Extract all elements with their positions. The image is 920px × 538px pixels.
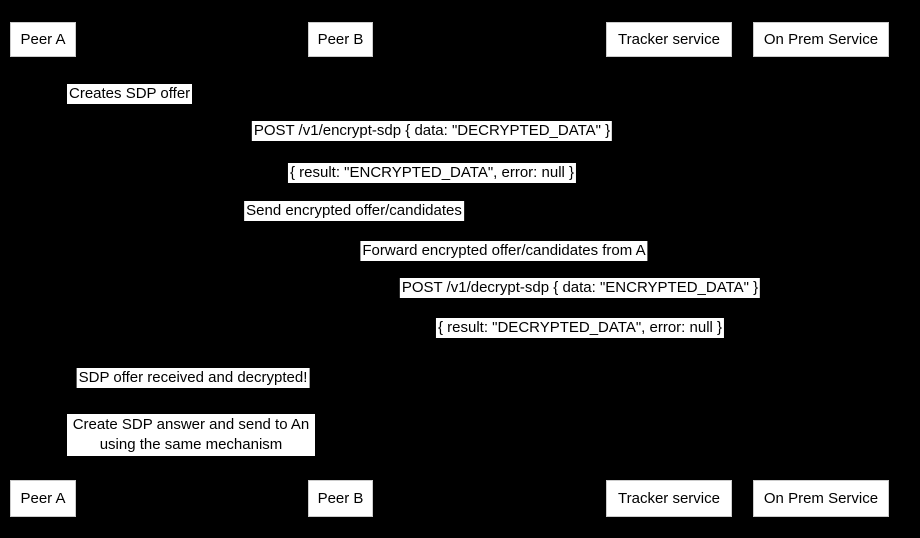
note-line-2: using the same mechanism — [99, 436, 283, 453]
message-send-encrypted-offer: Send encrypted offer/candidates — [244, 201, 464, 221]
lifeline-peer-a — [43, 57, 44, 480]
note-create-sdp-answer: Create SDP answer and send to An using t… — [67, 414, 315, 456]
participant-box-peer-a-bottom: Peer A — [10, 480, 76, 517]
participant-box-tracker-service-top: Tracker service — [606, 22, 732, 57]
lifeline-tracker-service — [669, 57, 670, 480]
participant-box-peer-b-top: Peer B — [308, 22, 373, 57]
lifeline-on-prem-service — [821, 57, 822, 480]
participant-box-on-prem-service-top: On Prem Service — [753, 22, 889, 57]
participant-box-tracker-service-bottom: Tracker service — [606, 480, 732, 517]
message-decrypt-result: { result: "DECRYPTED_DATA", error: null … — [435, 318, 725, 338]
message-encrypt-result: { result: "ENCRYPTED_DATA", error: null … — [287, 163, 577, 183]
note-line-1: Create SDP answer and send to An — [72, 416, 310, 433]
message-sdp-offer-received: SDP offer received and decrypted! — [76, 368, 310, 388]
message-creates-sdp-offer: Creates SDP offer — [67, 84, 193, 104]
message-post-decrypt-sdp: POST /v1/decrypt-sdp { data: "ENCRYPTED_… — [399, 278, 761, 298]
message-post-encrypt-sdp: POST /v1/encrypt-sdp { data: "DECRYPTED_… — [251, 121, 613, 141]
message-forward-encrypted-offer: Forward encrypted offer/candidates from … — [360, 241, 648, 261]
lifeline-peer-b — [340, 57, 341, 480]
participant-box-peer-b-bottom: Peer B — [308, 480, 373, 517]
participant-box-on-prem-service-bottom: On Prem Service — [753, 480, 889, 517]
participant-box-peer-a-top: Peer A — [10, 22, 76, 57]
